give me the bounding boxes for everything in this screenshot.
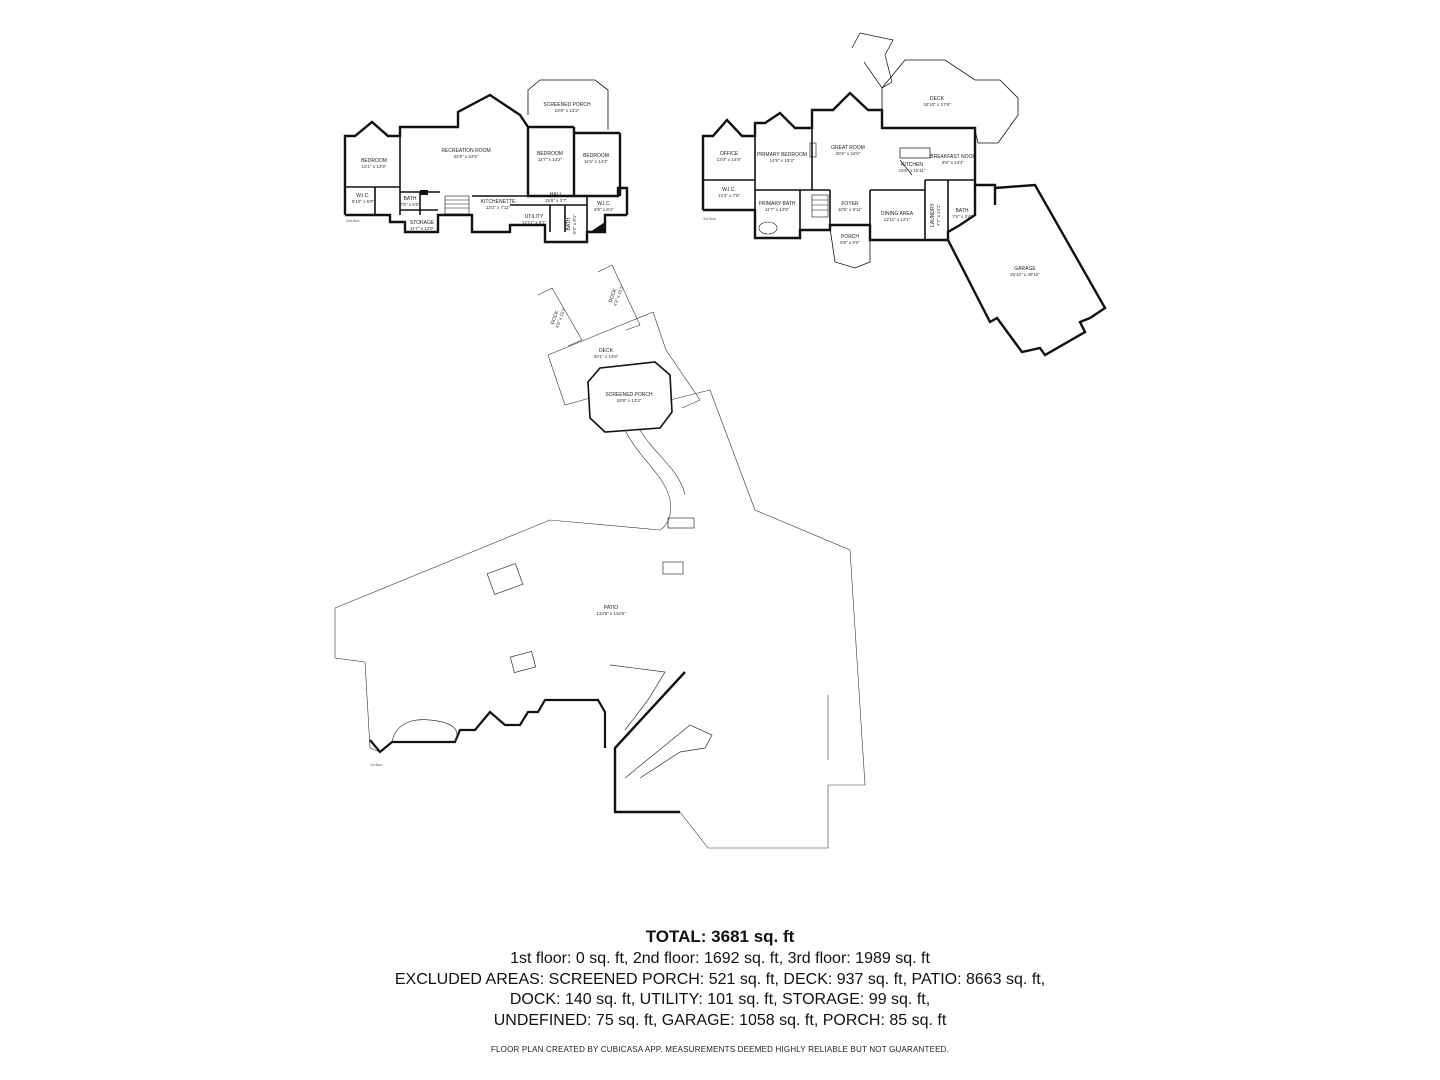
room-dims: 9'6" x 14'4" [942,160,965,165]
room-dims: 18'8" x 13'3" [617,398,642,403]
room-dims: 11'7" x 12'0" [410,226,435,231]
room-label: BATH [566,217,572,230]
room-label: PRIMARY BEDROOM [757,152,807,158]
room-label: BATH [956,208,969,214]
room-label: DECK [930,96,945,102]
room-labels: SCREENED PORCH 19'8" x 13'2" RECREATION … [346,96,1040,767]
room-label: KITCHENETTE [481,199,516,205]
room-dims: 15'6" x 15'11" [899,168,926,173]
room-dims: 14'4" x 7'8" [718,193,741,198]
summary-line: EXCLUDED AREAS: SCREENED PORCH: 521 sq. … [394,970,1046,988]
room-label: DOCK [608,287,619,303]
room-dims: 7'6" x 6'0" [400,202,420,207]
room-dims: 34'10" x 17'8" [923,102,951,107]
summary-line: UNDEFINED: 75 sq. ft, GARAGE: 1058 sq. f… [493,1011,947,1029]
room-label: SCREENED PORCH [543,102,591,108]
lower-level-plan [343,79,629,244]
room-dims: 9'8" x 5'0" [840,240,860,245]
room-dims: 134'5" x 116'5" [596,611,626,616]
room-label: PATIO [604,605,618,611]
room-dims: 8'5" x 8'1" [594,207,614,212]
floor-label: 1st floor [370,763,383,767]
room-label: UTILITY [525,214,544,220]
site-plan [334,264,866,849]
total-area: TOTAL: 3681 sq. ft [645,927,795,946]
room-label: PRIMARY BATH [759,201,796,207]
room-dims: 11'7" x 12'0" [765,207,790,212]
room-label: W.I.C. [597,201,611,207]
room-dims: 13'3" x 7'11" [486,205,511,210]
garage-plan [946,183,1107,357]
room-dims: 12'11" x 8'1" [522,220,547,225]
room-dims: 20'6" x 24'5" [836,151,861,156]
room-dims: 30'1" x 13'9" [594,354,619,359]
floor-plan-drawing: SCREENED PORCH 19'8" x 13'2" RECREATION … [334,32,1107,849]
room-dims: 32'8" x 24'5" [454,154,479,159]
room-dims: 11'5" x 14'4" [584,159,609,164]
room-dims: 13'1" x 12'9" [362,164,387,169]
area-summary: TOTAL: 3681 sq. ft 1st floor: 0 sq. ft, … [0,925,1440,1031]
room-dims: 12'11" x 12'1" [884,217,911,222]
room-label: OFFICE [720,151,739,157]
room-label: DOCK [550,309,561,325]
summary-line: DOCK: 140 sq. ft, UTILITY: 101 sq. ft, S… [509,991,931,1008]
room-label: W.I.C. [722,187,736,193]
room-label: SCREENED PORCH [605,392,653,398]
room-label: BATH [404,196,417,202]
room-label: KITCHEN [901,162,923,168]
room-dims: 25'10" x 40'10" [1010,272,1040,277]
room-label: LAUNDRY [930,202,936,226]
main-level-plan [701,32,1019,269]
room-label: PORCH [841,234,859,240]
summary-line: 1st floor: 0 sq. ft, 2nd floor: 1692 sq.… [510,950,930,967]
room-label: W.I.C. [356,193,370,199]
room-dims: 15'8" x 3'7" [545,198,568,203]
room-label: DECK [599,348,614,354]
room-label: DINING AREA [881,211,914,217]
room-label: GREAT ROOM [831,145,865,151]
room-label: BEDROOM [361,158,387,164]
floor-label: 2nd floor [346,219,360,223]
room-label: RECREATION ROOM [441,148,490,154]
room-label: FOYER [841,201,859,207]
disclaimer: FLOOR PLAN CREATED BY CUBICASA APP. MEAS… [490,1045,950,1054]
room-label: BREAKFAST NOOK [930,154,976,160]
room-dims: 7'7" x 12'1" [936,204,941,227]
floor-label: 3rd floor [703,217,717,221]
room-dims: 11'7" x 14'2" [538,157,563,162]
room-dims: 13'0" x 14'8" [717,157,742,162]
room-dims: 10'5" x 8'11" [838,207,863,212]
room-label: BEDROOM [537,151,563,157]
room-label: BEDROOM [583,153,609,159]
room-dims: 7'6" x 4'4" [952,214,972,219]
room-dims: 19'8" x 13'2" [555,108,580,113]
room-dims: 14'5" x 19'3" [770,158,795,163]
room-label: HALL [550,192,563,198]
room-label: STORAGE [410,220,435,226]
room-label: GARAGE [1014,266,1036,272]
room-dims: 8'3" x 8'1" [572,214,577,234]
room-dims: 8'10" x 6'0" [352,199,375,204]
